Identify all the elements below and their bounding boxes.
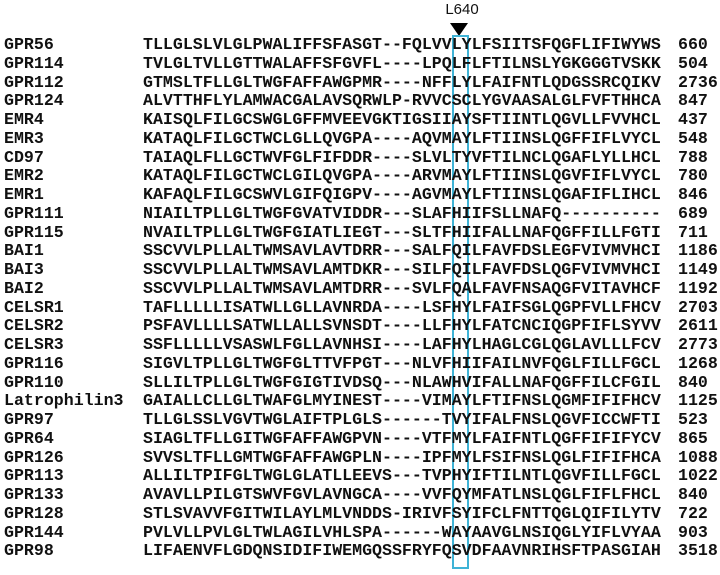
sequence-residues: NVAILTPLLGLTWGFGIATLIEGT---SLTFHIIFALLNA… bbox=[143, 222, 661, 242]
residue-end-position: 711 bbox=[678, 222, 708, 242]
sequence-residues: SIAGLTFLLGITWGFAFFAWGPVN----VTFMYLFAIFNT… bbox=[143, 428, 661, 448]
sequence-name: BAI2 bbox=[4, 278, 44, 298]
sequence-residues: TVLGLTVLLGTTWALAFFSFGVFL----LPQLFLFTILNS… bbox=[143, 53, 661, 73]
sequence-name: GPR110 bbox=[4, 372, 64, 392]
sequence-residues: GTMSLTFLLGLTWGFAFFAWGPMR----NFFLYLFAIFNT… bbox=[143, 72, 661, 92]
sequence-name: EMR4 bbox=[4, 110, 44, 129]
position-marker-arrow-icon bbox=[450, 23, 468, 36]
sequence-residues: SSCVVLPLLALTWMSAVLAVTDRR---SALFQILFAVFDS… bbox=[143, 241, 661, 261]
sequence-residues: TLLGLSSLVGVTWGLAIFTPLGLS------TVYIFALFNS… bbox=[143, 410, 661, 429]
sequence-name: BAI1 bbox=[4, 241, 44, 261]
sequence-name: GPR112 bbox=[4, 72, 64, 92]
residue-end-position: 1149 bbox=[678, 260, 718, 279]
sequence-residues: AVAVLLPILGTSWVFGVLAVNGCA----VVFQYMFATLNS… bbox=[143, 485, 661, 504]
sequence-name: GPR124 bbox=[4, 91, 64, 111]
sequence-name: EMR1 bbox=[4, 185, 44, 204]
sequence-name: GPR126 bbox=[4, 447, 64, 467]
residue-end-position: 504 bbox=[678, 53, 708, 73]
residue-end-position: 523 bbox=[678, 410, 708, 429]
residue-end-position: 1186 bbox=[678, 241, 718, 261]
sequence-name: CELSR2 bbox=[4, 316, 64, 336]
residue-end-position: 780 bbox=[678, 166, 708, 186]
sequence-residues: SSCVVLPLLALTWMSAVLAMTDKR---SILFQILFAVFDS… bbox=[143, 260, 661, 279]
sequence-name: EMR3 bbox=[4, 128, 44, 148]
residue-end-position: 2703 bbox=[678, 297, 718, 317]
sequence-name: CELSR3 bbox=[4, 335, 64, 354]
sequence-name: GPR133 bbox=[4, 485, 64, 504]
sequence-residues: TLLGLSLVLGLPWALIFFSFASGT--FQLVVLYLFSIITS… bbox=[143, 35, 661, 54]
sequence-residues: LIFAENVFLGDQNSIDIFIWEMGQSSFRYFQSVDFAAVNR… bbox=[143, 541, 661, 561]
residue-end-position: 903 bbox=[678, 522, 708, 542]
sequence-residues: GAIALLCLLGLTWAFGLMYINEST----VIMAYLFTIFNS… bbox=[143, 391, 661, 411]
residue-end-position: 689 bbox=[678, 203, 708, 223]
sequence-residues: KATAQLFILGCTWCLGLLQVGPA----AQVMAYLFTIINS… bbox=[143, 128, 661, 148]
residue-end-position: 846 bbox=[678, 185, 708, 204]
sequence-residues: PSFAVLLLLSATWLLALLSVNSDT----LLFHYLFATCNC… bbox=[143, 316, 661, 336]
sequence-residues: KAISQLFILGCSWGLGFFMVEEVGKTIGSIIAYSFTIINT… bbox=[143, 110, 661, 129]
sequence-residues: SSCVVLPLLALTWMSAVLAMTDRR---SVLFQALFAVFNS… bbox=[143, 278, 661, 298]
residue-end-position: 1192 bbox=[678, 278, 718, 298]
sequence-residues: ALLILTPIFGLTWGLGLATLLEEVS---TVPHYIFTILNT… bbox=[143, 466, 661, 486]
residue-end-position: 437 bbox=[678, 110, 708, 129]
residue-end-position: 722 bbox=[678, 503, 708, 523]
sequence-residues: KAFAQLFILGCSWVLGIFQIGPV----AGVMAYLFTIINS… bbox=[143, 185, 661, 204]
sequence-name: GPR114 bbox=[4, 53, 64, 73]
sequence-name: Latrophilin3 bbox=[4, 391, 124, 411]
sequence-residues: PVLVLLPVLGLTWLAGILVHLSPA------WAYAAVGLNS… bbox=[143, 522, 661, 542]
sequence-residues: SIGVLTPLLGLTWGFGLTTVFPGT---NLVFHIIFAILNV… bbox=[143, 353, 661, 373]
sequence-name: GPR56 bbox=[4, 35, 54, 54]
sequence-name: GPR116 bbox=[4, 353, 64, 373]
sequence-residues: KATAQLFILGCTWCLGILQVGPA----ARVMAYLFTIINS… bbox=[143, 166, 661, 186]
sequence-residues: SSFLLLLLVSASWLFGLLAVNHSI----LAFHYLHAGLCG… bbox=[143, 335, 661, 354]
highlighted-column-box bbox=[452, 35, 469, 569]
sequence-residues: STLSVAVVFGITWILAYLMLVNDDS-IRIVFSYIFCLFNT… bbox=[143, 503, 661, 523]
sequence-name: GPR97 bbox=[4, 410, 54, 429]
residue-end-position: 840 bbox=[678, 372, 708, 392]
sequence-name: CELSR1 bbox=[4, 297, 64, 317]
sequence-name: GPR144 bbox=[4, 522, 64, 542]
residue-end-position: 1022 bbox=[678, 466, 718, 486]
sequence-name: CD97 bbox=[4, 147, 44, 167]
sequence-name: EMR2 bbox=[4, 166, 44, 186]
sequence-residues: NIAILTPLLGLTWGFGVATVIDDR---SLAFHIIFSLLNA… bbox=[143, 203, 661, 223]
residue-end-position: 2736 bbox=[678, 72, 718, 92]
sequence-residues: TAFLLLLLISATWLLGLLAVNRDA----LSFHYLFAIFSG… bbox=[143, 297, 661, 317]
residue-end-position: 660 bbox=[678, 35, 708, 54]
sequence-name: GPR115 bbox=[4, 222, 64, 242]
sequence-residues: SVVSLTFLLGMTWGFAFFAWGPLN----IPFMYLFSIFNS… bbox=[143, 447, 661, 467]
residue-end-position: 847 bbox=[678, 91, 708, 111]
residue-end-position: 1125 bbox=[678, 391, 718, 411]
residue-end-position: 3518 bbox=[678, 541, 718, 561]
residue-end-position: 1268 bbox=[678, 353, 718, 373]
sequence-residues: ALVTTHFLYLAMWACGALAVSQRWLP-RVVCSCLYGVAAS… bbox=[143, 91, 661, 111]
sequence-residues: TAIAQLFLLGCTWVFGLFIFDDR----SLVLTYVFTILNC… bbox=[143, 147, 661, 167]
residue-end-position: 840 bbox=[678, 485, 708, 504]
sequence-name: GPR64 bbox=[4, 428, 54, 448]
sequence-name: GPR113 bbox=[4, 466, 64, 486]
sequence-residues: SLLILTPLLGLTWGFGIGTIVDSQ---NLAWHVIFALLNA… bbox=[143, 372, 661, 392]
residue-end-position: 2611 bbox=[678, 316, 718, 336]
residue-end-position: 2773 bbox=[678, 335, 718, 354]
residue-end-position: 788 bbox=[678, 147, 708, 167]
sequence-name: GPR111 bbox=[4, 203, 64, 223]
sequence-name: GPR128 bbox=[4, 503, 64, 523]
residue-end-position: 548 bbox=[678, 128, 708, 148]
residue-end-position: 1088 bbox=[678, 447, 718, 467]
sequence-name: BAI3 bbox=[4, 260, 44, 279]
position-marker-label: L640 bbox=[445, 1, 479, 18]
residue-end-position: 865 bbox=[678, 428, 708, 448]
sequence-name: GPR98 bbox=[4, 541, 54, 561]
